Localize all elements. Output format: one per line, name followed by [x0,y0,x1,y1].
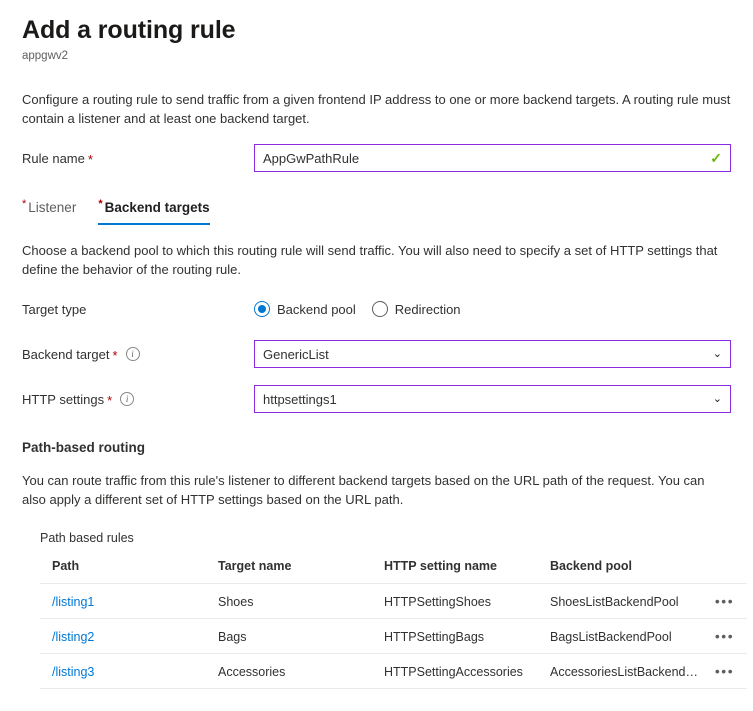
more-options-icon[interactable]: ••• [714,628,735,644]
table-row: /listing3 Accessories HTTPSettingAccesso… [40,653,747,689]
backend-target-label: Backend target * i [22,347,254,362]
cell-path: /listing1 [40,583,218,619]
cell-http-setting-name: HTTPSettingBags [384,618,550,654]
cell-target-name: Bags [218,618,384,654]
tab-backend-targets-label: Backend targets [104,200,210,215]
backend-target-dropdown[interactable]: GenericList ⌄ [254,340,731,368]
path-based-routing-description: You can route traffic from this rule's l… [22,473,705,507]
cell-path: /listing3 [40,653,218,689]
cell-actions: ••• [702,653,747,689]
cell-actions: ••• [702,583,747,619]
intro-description: Configure a routing rule to send traffic… [22,92,731,126]
backend-target-row: Backend target * i GenericList ⌄ [22,339,731,369]
radio-backend-pool[interactable]: Backend pool [254,301,356,317]
required-asterisk: * [112,347,118,363]
required-asterisk: * [22,198,27,210]
required-asterisk: * [87,151,93,167]
cell-backend-pool: BagsListBackendPool [550,618,702,654]
valid-check-icon: ✓ [710,150,722,166]
cell-http-setting-name: HTTPSettingAccessories [384,653,550,689]
column-header-http-setting-name: HTTP setting name [384,559,550,584]
rule-name-value: AppGwPathRule [263,150,360,166]
rule-name-label-text: Rule name [22,150,85,166]
required-asterisk: * [107,392,113,408]
radio-backend-pool-label: Backend pool [277,301,356,317]
radio-unselected-icon [371,301,388,317]
cell-backend-pool: AccessoriesListBackendP... [550,653,702,689]
radio-redirection-label: Redirection [394,301,461,317]
radio-redirection[interactable]: Redirection [371,301,461,317]
tab-backend-targets[interactable]: * Backend targets [98,198,210,225]
target-type-label: Target type [22,302,254,317]
page-subtitle: appgwv2 [22,50,69,62]
column-header-path: Path [40,559,218,584]
column-header-actions [702,559,747,584]
column-header-backend-pool: Backend pool [550,559,702,584]
backend-target-value: GenericList [263,346,329,362]
table-row: /listing2 Bags HTTPSettingBags BagsListB… [40,618,747,654]
cell-http-setting-name: HTTPSettingShoes [384,583,550,619]
tab-description: Choose a backend pool to which this rout… [22,243,718,277]
info-icon[interactable]: i [125,347,140,361]
path-link[interactable]: /listing1 [52,594,95,609]
target-type-label-text: Target type [22,301,87,317]
cell-path: /listing2 [40,618,218,654]
required-asterisk: * [98,198,103,210]
info-icon[interactable]: i [120,392,135,406]
column-header-target-name: Target name [218,559,384,584]
path-based-rules-table: Path Target name HTTP setting name Backe… [40,559,747,689]
http-settings-label-text: HTTP settings [22,391,105,407]
rule-name-label: Rule name * [22,151,254,166]
chevron-down-icon: ⌄ [712,392,722,405]
chevron-down-icon: ⌄ [712,347,722,360]
path-based-routing-heading: Path-based routing [22,440,146,455]
http-settings-row: HTTP settings * i httpsettings1 ⌄ [22,384,731,414]
radio-selected-icon [254,301,270,317]
cell-target-name: Shoes [218,583,384,619]
more-options-icon[interactable]: ••• [714,663,735,679]
path-link[interactable]: /listing3 [52,664,95,679]
tab-list: * Listener * Backend targets [22,195,731,225]
target-type-row: Target type Backend pool Redirection [22,294,731,324]
more-options-icon[interactable]: ••• [714,593,735,609]
cell-actions: ••• [702,618,747,654]
path-based-rules-caption: Path based rules [40,531,134,545]
http-settings-dropdown[interactable]: httpsettings1 ⌄ [254,385,731,413]
table-header-row: Path Target name HTTP setting name Backe… [40,559,747,584]
path-link[interactable]: /listing2 [52,629,95,644]
cell-target-name: Accessories [218,653,384,689]
http-settings-value: httpsettings1 [263,391,337,407]
path-based-rules-section: Path based rules Path Target name HTTP s… [40,531,753,689]
rule-name-row: Rule name * AppGwPathRule ✓ [22,143,731,173]
add-routing-rule-panel: Add a routing rule appgwv2 Configure a r… [0,14,753,689]
target-type-radio-group: Backend pool Redirection [254,301,461,317]
tab-listener-label: Listener [28,200,77,215]
http-settings-label: HTTP settings * i [22,392,254,407]
tab-listener[interactable]: * Listener [22,199,76,225]
backend-target-label-text: Backend target [22,346,110,362]
cell-backend-pool: ShoesListBackendPool [550,583,702,619]
rule-name-input[interactable]: AppGwPathRule ✓ [254,144,731,172]
page-title: Add a routing rule [22,16,236,44]
table-row: /listing1 Shoes HTTPSettingShoes ShoesLi… [40,583,747,619]
